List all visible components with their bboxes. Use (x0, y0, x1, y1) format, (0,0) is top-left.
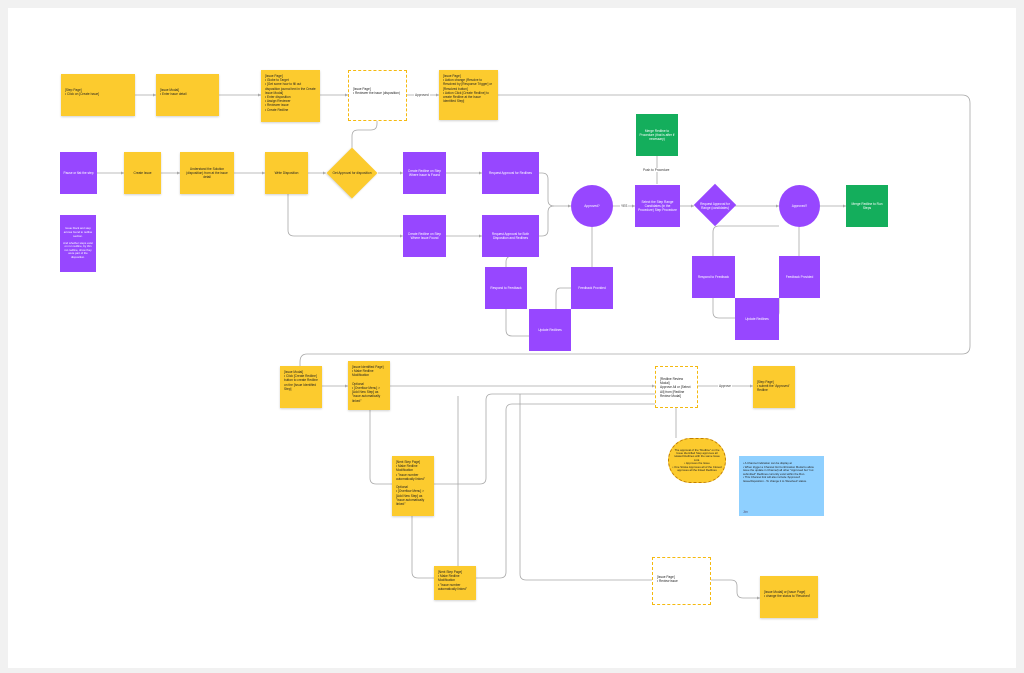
step-page-lower-text: [Step Page] • submit the 'Approved' Redl… (757, 380, 790, 393)
issue-identified-page-box[interactable]: [Issue Identified Page] • Make Redline M… (348, 361, 390, 410)
feedback-provided-box-2[interactable]: Feedback Provided (779, 256, 820, 298)
yes-label: YES (620, 204, 629, 208)
issue-page-review-text: [Issue Page] • Reviewer the issue (dispo… (353, 87, 401, 96)
issue-modal-page-box[interactable]: [Issue Modal] or [Issue Page] • change t… (760, 576, 818, 618)
approval-note-box: The approval of the "Redline" on the Iss… (668, 438, 726, 483)
understand-solution-text: Understand the Solution (disposition) fr… (186, 166, 228, 180)
approved-circle-2-text: Approved? (791, 203, 808, 208)
merge-redline-run-steps-box[interactable]: Merge Redline to Run Steps (846, 185, 888, 227)
side-note-box: Issue block and step arrows found to red… (60, 215, 96, 272)
feedback-provided-text-2: Feedback Provided (785, 274, 814, 279)
next-step-page-box-2[interactable]: [Next Step Page] • Make Redline Modifica… (434, 566, 476, 600)
approved-circle-2[interactable]: Approved? (779, 185, 820, 227)
next-step-page-text-2: [Next Step Page] • Make Redline Modifica… (438, 570, 467, 591)
select-step-range-box[interactable]: Select the Step Range Candidates (in the… (635, 185, 680, 227)
request-approval-redline-text: Request Approval for Redlines (488, 170, 533, 175)
issue-modal-lower-box[interactable]: [Issue Modal] • Click [Create Redline] b… (280, 366, 322, 408)
issue-page-text-2: [Issue Page] • Action change (Resolve to… (443, 74, 493, 104)
update-redlines-box-2[interactable]: Update Redlines (735, 298, 779, 340)
respond-feedback-text-2: Respond to Feedback (697, 274, 730, 279)
write-disposition-text: Write Disposition (274, 170, 299, 175)
update-redlines-box-1[interactable]: Update Redlines (529, 309, 571, 351)
issue-page-review-box[interactable]: [Issue Page] • Reviewer the issue (dispo… (348, 70, 407, 121)
blue-note-footer: Jim (743, 509, 748, 514)
respond-feedback-box-2[interactable]: Respond to Feedback (692, 256, 735, 298)
merge-redline-run-steps-text: Merge Redline to Run Steps (851, 201, 883, 210)
respond-feedback-box-1[interactable]: Respond to Feedback (485, 267, 527, 309)
side-note-text: Issue block and step arrows found to red… (63, 226, 93, 260)
issue-modal-page-text: [Issue Modal] or [Issue Page] • change t… (764, 590, 811, 599)
issue-modal-box[interactable]: [Issue Modal] • Enter issue detail (156, 74, 219, 116)
next-step-page-box-1[interactable]: [Next Step Page] • Make Redline Modifica… (392, 456, 434, 516)
get-approval-text: Get Approval for disposition (332, 171, 372, 175)
issue-page-review-lower-text: [Issue Page] • Review issue (657, 575, 678, 584)
issue-page-review-lower-box[interactable]: [Issue Page] • Review issue (652, 557, 711, 605)
create-redline-both-box[interactable]: Create Redline on Step Where Issue Found (403, 215, 446, 257)
feedback-provided-box-1[interactable]: Feedback Provided (571, 267, 613, 309)
request-approval-range-text: Request Approval for Range (candidates) (700, 202, 730, 210)
create-redline-step-text: Create Redline on Step Where Issue is Fo… (407, 168, 442, 177)
approval-note-text: The approval of the "Redline" on the Iss… (672, 447, 722, 473)
redline-review-modal-text: [Redline Review Modal] Approve All or [S… (660, 377, 691, 398)
issue-modal-lower-text: [Issue Modal] • Click [Create Redline] b… (284, 370, 318, 391)
pause-step-box[interactable]: Pause or flat the step (60, 152, 97, 194)
issue-page-box-2[interactable]: [Issue Page] • Action change (Resolve to… (439, 70, 498, 120)
write-disposition-box[interactable]: Write Disposition (265, 152, 308, 194)
feedback-provided-text-1: Feedback Provided (578, 285, 606, 290)
redline-review-modal-box[interactable]: [Redline Review Modal] Approve All or [S… (655, 366, 698, 408)
select-step-range-text: Select the Step Range Candidates (in the… (638, 199, 677, 213)
request-approval-both-text: Request Approval for Both Disposition an… (491, 231, 530, 240)
update-redlines-text-2: Update Redlines (745, 316, 769, 321)
approve-label: Approve (718, 384, 732, 388)
pause-step-text: Pause or flat the step (63, 170, 94, 175)
step-page-text: [Step Page] • Click on [Create Issue] (65, 88, 100, 97)
next-step-page-text-1: [Next Step Page] • Make Redline Modifica… (396, 460, 425, 507)
create-issue-box[interactable]: Create Issue (124, 152, 161, 194)
push-procedure-label: Push to Procedure (642, 168, 671, 172)
create-redline-step-box[interactable]: Create Redline on Step Where Issue is Fo… (403, 152, 446, 194)
step-page-box[interactable]: [Step Page] • Click on [Create Issue] (61, 74, 135, 116)
issue-modal-text: [Issue Modal] • Enter issue detail (160, 88, 187, 97)
respond-feedback-text-1: Respond to Feedback (490, 285, 522, 290)
create-redline-both-text: Create Redline on Step Where Issue Found (407, 231, 442, 240)
issue-identified-page-text: [Issue Identified Page] • Make Redline M… (352, 365, 384, 403)
create-issue-text: Create Issue (133, 170, 152, 175)
blue-sticky-note: • A Channel indication can be display at… (739, 456, 824, 516)
merge-redline-procedure-box[interactable]: Merge Redline to Procedure (that is afte… (636, 114, 678, 156)
understand-solution-box[interactable]: Understand the Solution (disposition) fr… (180, 152, 234, 194)
approved-circle-1-text: Approved? (584, 203, 600, 208)
blue-note-text: • A Channel indication can be display at… (743, 461, 814, 483)
merge-redline-procedure-text: Merge Redline to Procedure (that is afte… (639, 128, 675, 142)
request-approval-both-box[interactable]: Request Approval for Both Disposition an… (482, 215, 539, 257)
update-redlines-text-1: Update Redlines (538, 327, 562, 332)
approved-label: Approved (414, 93, 430, 97)
issue-page-box-1[interactable]: [Issue Page] • Globe to Target • [Get so… (261, 70, 320, 122)
request-approval-redline-box[interactable]: Request Approval for Redlines (482, 152, 539, 194)
step-page-lower-box[interactable]: [Step Page] • submit the 'Approved' Redl… (753, 366, 795, 408)
approved-circle-1[interactable]: Approved? (571, 185, 613, 227)
issue-page-text-1: [Issue Page] • Globe to Target • [Get so… (265, 74, 316, 112)
